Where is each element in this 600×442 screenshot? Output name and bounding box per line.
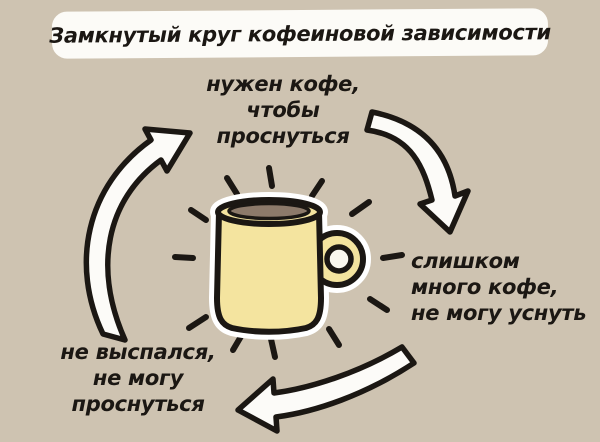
coffee-surface <box>227 201 311 221</box>
mug-handle-hole <box>324 244 354 274</box>
mug-body <box>214 209 324 335</box>
cycle-step-too-much-coffee: слишком много кофе, не могу уснуть <box>411 249 587 325</box>
title-banner: Замкнутый круг кофеиновой зависимости <box>49 8 551 59</box>
coffee-mug-icon <box>209 192 371 340</box>
curved-arrow-up-icon <box>83 126 193 343</box>
diagram-title: Замкнутый круг кофеиновой зависимости <box>49 19 551 48</box>
sun-rays-icon <box>172 165 405 360</box>
mug-halo <box>209 192 371 340</box>
mug-rim <box>215 197 323 227</box>
mug-handle <box>308 230 366 288</box>
cycle-step-cant-wake-up: не выспался, не могу проснуться <box>60 340 216 416</box>
cycle-step-need-coffee: нужен кофе, чтобы проснуться <box>206 72 360 148</box>
curved-arrow-left-icon <box>235 344 417 434</box>
